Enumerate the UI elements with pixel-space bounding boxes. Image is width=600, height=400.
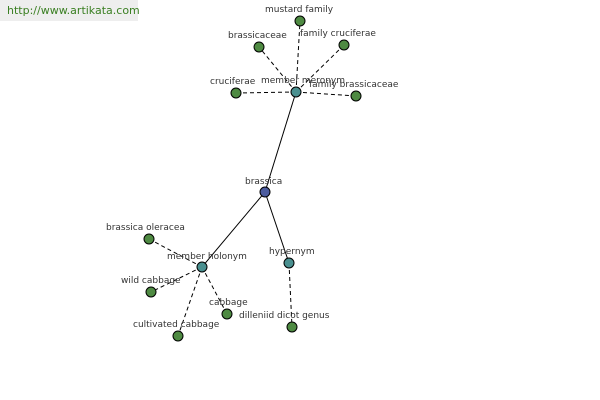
node-dot-brassica[interactable] <box>259 186 271 198</box>
node-brassica[interactable]: brassica <box>245 177 282 198</box>
node-brassica-oleracea[interactable]: brassica oleracea <box>106 223 185 245</box>
node-cabbage[interactable]: cabbage <box>209 298 248 320</box>
node-label-brassica-oleracea: brassica oleracea <box>106 223 185 233</box>
site-url-link[interactable]: http://www.artikata.com <box>0 0 140 21</box>
node-dot-family-cruciferae[interactable] <box>338 39 350 51</box>
node-family-cruciferae[interactable]: family cruciferae <box>300 29 376 51</box>
node-wild-cabbage[interactable]: wild cabbage <box>121 276 181 298</box>
node-label-family-cruciferae: family cruciferae <box>300 29 376 39</box>
node-label-brassicaceae: brassicaceae <box>228 31 287 41</box>
node-hypernym[interactable]: hypernym <box>269 247 315 269</box>
node-dot-brassicaceae[interactable] <box>253 41 265 53</box>
node-dilleniid-dicot-genus[interactable]: dilleniid dicot genus <box>239 311 330 333</box>
node-label-member-meronym: member meronym <box>261 76 345 86</box>
edge-brassica-to-hypernym <box>264 191 290 264</box>
node-label-mustard-family: mustard family <box>265 5 334 15</box>
node-dot-member-meronym[interactable] <box>290 86 302 98</box>
node-dot-cabbage[interactable] <box>221 308 233 320</box>
node-label-family-brassicaceae: family brassicaceae <box>309 80 399 90</box>
node-label-brassica: brassica <box>245 177 282 187</box>
node-member-meronym[interactable]: member meronym <box>261 76 345 98</box>
edge-member-meronym-to-cruciferae <box>235 91 297 94</box>
node-member-holonym[interactable]: member holonym <box>167 252 247 273</box>
node-dot-cruciferae[interactable] <box>230 87 242 99</box>
node-label-cruciferae: cruciferae <box>210 77 256 87</box>
edge-member-meronym-to-brassicaceae <box>258 46 297 93</box>
edge-member-meronym-to-family-brassicaceae <box>295 91 357 97</box>
node-label-dilleniid-dicot-genus: dilleniid dicot genus <box>239 311 330 321</box>
node-label-wild-cabbage: wild cabbage <box>121 276 181 286</box>
node-label-hypernym: hypernym <box>269 247 315 257</box>
node-mustard-family[interactable]: mustard family <box>265 5 334 27</box>
node-label-cabbage: cabbage <box>209 298 248 308</box>
edge-member-holonym-to-cabbage <box>201 266 228 315</box>
edge-member-holonym-to-wild-cabbage <box>150 266 203 293</box>
node-dot-brassica-oleracea[interactable] <box>143 233 155 245</box>
node-dot-wild-cabbage[interactable] <box>145 286 157 298</box>
node-brassicaceae[interactable]: brassicaceae <box>228 31 287 53</box>
node-family-brassicaceae[interactable]: family brassicaceae <box>309 80 399 102</box>
node-cruciferae[interactable]: cruciferae <box>210 77 256 99</box>
edge-brassica-to-member-meronym <box>264 91 297 193</box>
node-dot-family-brassicaceae[interactable] <box>350 90 362 102</box>
nodes-layer: brassica member meronym member holonym hype… <box>106 5 399 342</box>
node-label-cultivated-cabbage: cultivated cabbage <box>133 320 220 330</box>
node-dot-dilleniid-dicot-genus[interactable] <box>286 321 298 333</box>
node-cultivated-cabbage[interactable]: cultivated cabbage <box>133 320 220 342</box>
node-dot-cultivated-cabbage[interactable] <box>172 330 184 342</box>
edge-member-holonym-to-brassica-oleracea <box>148 238 203 268</box>
edge-brassica-to-member-holonym <box>201 191 266 268</box>
node-dot-member-holonym[interactable] <box>196 261 208 273</box>
node-dot-hypernym[interactable] <box>283 257 295 269</box>
node-label-member-holonym: member holonym <box>167 252 247 262</box>
edges-layer <box>148 20 357 337</box>
edge-hypernym-to-dilleniid-dicot-genus <box>288 262 293 328</box>
edge-member-holonym-to-cultivated-cabbage <box>177 266 203 337</box>
edge-member-meronym-to-mustard-family <box>295 20 301 93</box>
node-dot-mustard-family[interactable] <box>294 15 306 27</box>
